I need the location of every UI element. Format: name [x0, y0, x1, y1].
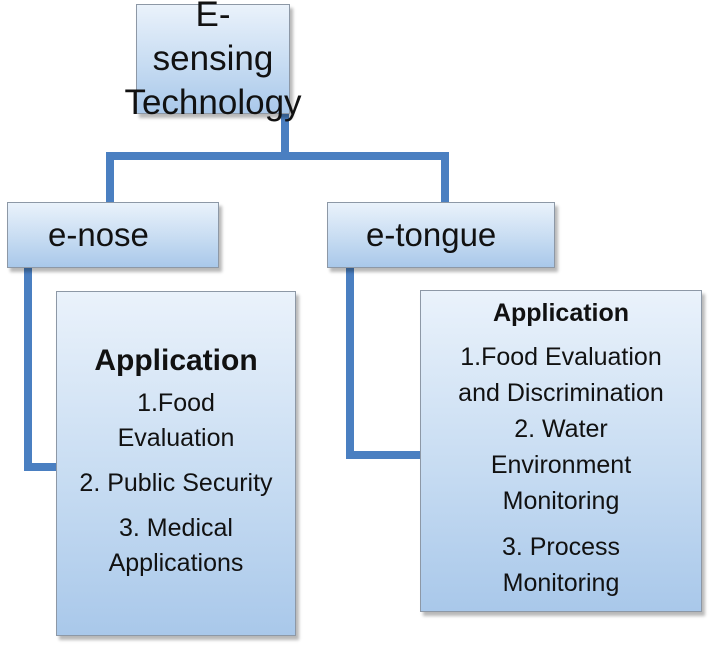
e-nose-application-item-2: 2. Public Security: [79, 469, 273, 497]
e-nose-application-item-3: 3. Medical Applications: [108, 514, 244, 577]
connector-e-nose-down: [24, 268, 32, 471]
connector-root-stem: [281, 114, 289, 160]
root-node-e-sensing-technology: E-sensing Technology: [124, 0, 301, 122]
e-nose-application-box: Application 1.Food Evaluation 2. Public …: [56, 291, 296, 636]
root-title-line2: Technology: [124, 83, 302, 122]
e-tongue-application-item-2: 2. Water Environment Monitoring: [490, 415, 632, 515]
root-title-line1: E-sensing: [152, 0, 274, 78]
connector-e-nose-to-app: [24, 463, 56, 471]
connector-to-e-nose: [106, 152, 114, 202]
connector-e-tongue-to-app: [346, 451, 420, 459]
e-tongue-application-box: Application 1.Food Evaluation and Discri…: [420, 290, 702, 612]
e-tongue-application-heading: Application: [492, 299, 630, 327]
node-e-nose: e-nose: [7, 202, 219, 268]
e-tongue-application-item-1: 1.Food Evaluation and Discrimination: [458, 343, 664, 407]
connector-to-e-tongue: [441, 152, 449, 202]
node-e-tongue: e-tongue: [327, 202, 555, 268]
e-tongue-application-item-3: 3. Process Monitoring: [501, 533, 621, 597]
connector-horizontal-bar: [106, 152, 449, 160]
node-e-nose-label: e-nose: [48, 216, 149, 253]
e-nose-application-heading: Application: [94, 344, 258, 377]
connector-e-tongue-down: [346, 268, 354, 459]
node-e-tongue-label: e-tongue: [366, 216, 497, 253]
e-nose-application-item-1: 1.Food Evaluation: [117, 389, 235, 452]
